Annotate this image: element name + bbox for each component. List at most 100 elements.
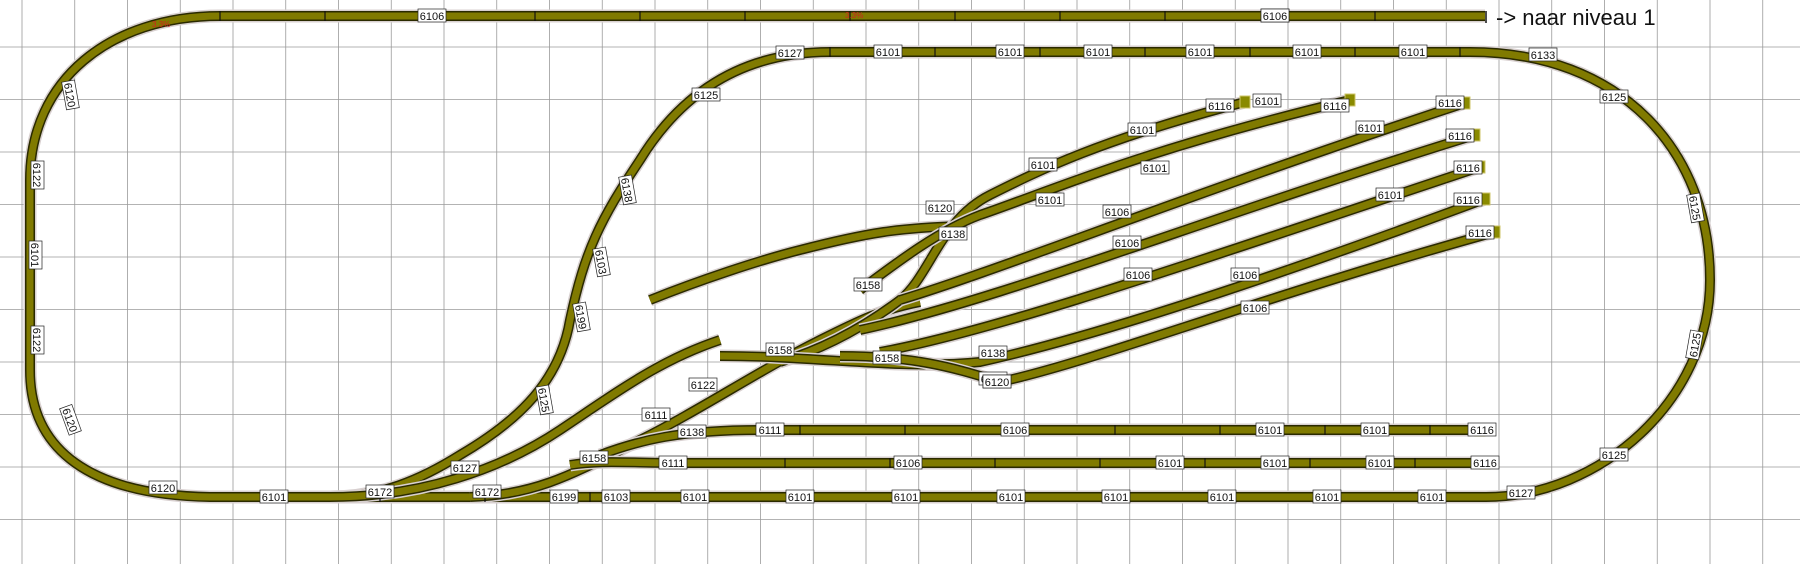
track-part-label: 6101: [891, 489, 921, 504]
svg-text:6106: 6106: [1243, 303, 1267, 315]
svg-text:6101: 6101: [1130, 125, 1154, 137]
exit-note: -> naar niveau 1: [1496, 5, 1656, 30]
track-part-label: 6116: [1453, 192, 1483, 207]
track-part-label: 6101: [873, 44, 903, 59]
track-part-label: 6103: [601, 489, 631, 504]
svg-text:6106: 6106: [1233, 270, 1257, 282]
svg-text:6116: 6116: [1438, 98, 1462, 110]
svg-text:6106: 6106: [1126, 270, 1150, 282]
track-part-label: 6125: [1686, 192, 1705, 224]
svg-text:6125: 6125: [1688, 332, 1704, 358]
track-part-label: 6120: [982, 374, 1012, 389]
svg-text:6125: 6125: [1602, 92, 1626, 104]
svg-text:6116: 6116: [1456, 195, 1480, 207]
svg-text:6101: 6101: [999, 492, 1023, 504]
track-part-label: 6106: [1230, 267, 1260, 282]
svg-text:6172: 6172: [475, 487, 499, 499]
svg-text:6101: 6101: [1255, 96, 1279, 108]
svg-text:6111: 6111: [759, 425, 782, 437]
track-part-label: 6158: [579, 450, 609, 465]
svg-text:6101: 6101: [1038, 195, 1062, 207]
svg-text:6122: 6122: [30, 328, 42, 352]
svg-text:6120: 6120: [985, 377, 1009, 389]
track-part-label: 6101: [1028, 157, 1058, 172]
track-part-label: 6101: [1207, 489, 1237, 504]
track-part-label: 6133: [1528, 47, 1558, 62]
track-part-label: 6101: [1155, 455, 1185, 470]
svg-text:6127: 6127: [778, 48, 802, 60]
svg-text:6116: 6116: [1468, 228, 1492, 240]
track-ends: [1239, 93, 1501, 470]
track-part-label: 6116: [1445, 128, 1475, 143]
track-segment: [858, 128, 1477, 337]
track-segment: [839, 225, 1497, 389]
svg-text:6101: 6101: [1258, 425, 1282, 437]
track-part-label: 6101: [1355, 120, 1385, 135]
track-part-label: 6138: [677, 424, 707, 439]
track-part-label: 6116: [1453, 160, 1483, 175]
track-part-label: 6116: [1435, 95, 1465, 110]
track-part-label: 6101: [1398, 44, 1428, 59]
track-part-label: 6101: [1252, 93, 1282, 108]
svg-text:6116: 6116: [1448, 131, 1472, 143]
track-part-label: 6106: [1240, 300, 1270, 315]
svg-text:6116: 6116: [1470, 425, 1494, 437]
svg-text:6101: 6101: [1188, 47, 1212, 59]
track-part-label: 6111: [755, 422, 785, 437]
track-segment: [568, 455, 1485, 472]
svg-text:6158: 6158: [768, 345, 792, 357]
track-part-label: 6125: [691, 87, 721, 102]
track-segment: [898, 96, 1468, 307]
track-part-label: 6172: [365, 484, 395, 499]
svg-text:6122: 6122: [691, 380, 715, 392]
track-part-label: 6138: [978, 345, 1008, 360]
track-part-label: 6106: [1102, 204, 1132, 219]
track-part-label: 6101: [1365, 455, 1395, 470]
track-part-label: 6116: [1467, 422, 1497, 437]
track-segment: [647, 219, 961, 307]
track-part-label: 6122: [688, 377, 718, 392]
grade-mark: 3.3%: [152, 20, 170, 29]
track-part-label: 6103: [592, 246, 611, 278]
track-part-label: 6101: [1292, 44, 1322, 59]
track-part-label: 6106: [417, 8, 447, 23]
track-part-label: 6101: [259, 489, 289, 504]
svg-text:6199: 6199: [552, 492, 576, 504]
track-part-label: 6101: [1035, 192, 1065, 207]
svg-text:6101: 6101: [1104, 492, 1128, 504]
track-segment: [719, 192, 1488, 371]
svg-text:6120: 6120: [928, 203, 952, 215]
track-part-label: 6138: [618, 174, 637, 206]
track-part-label: 6101: [1255, 422, 1285, 437]
svg-text:6111: 6111: [662, 458, 685, 470]
track-part-label: 6101: [1185, 44, 1215, 59]
track-part-label: 6125: [535, 384, 554, 416]
svg-text:6101: 6101: [1368, 458, 1392, 470]
svg-text:6106: 6106: [896, 458, 920, 470]
svg-text:6101: 6101: [1086, 47, 1110, 59]
svg-text:6138: 6138: [680, 427, 704, 439]
svg-text:6101: 6101: [1315, 492, 1339, 504]
track-part-label: 6122: [30, 160, 45, 190]
track-part-label: 6101: [1127, 122, 1157, 137]
track-part-label: 6106: [1123, 267, 1153, 282]
track-part-label: 6101: [1375, 187, 1405, 202]
svg-text:6120: 6120: [59, 407, 79, 434]
track-segment: [329, 333, 723, 504]
track-part-label: 6101: [1417, 489, 1447, 504]
track-part-label: 6138: [938, 226, 968, 241]
track-segment: [878, 160, 1483, 359]
svg-text:6122: 6122: [30, 163, 42, 187]
track-part-label: 6172: [472, 484, 502, 499]
svg-text:6116: 6116: [1323, 101, 1347, 113]
track-part-label: 6120: [59, 404, 82, 436]
svg-text:6103: 6103: [592, 249, 608, 275]
track-part-label: 6127: [775, 45, 805, 60]
track-part-label: 6101: [1101, 489, 1131, 504]
svg-text:6172: 6172: [368, 487, 392, 499]
track-part-label: 6101: [996, 489, 1026, 504]
svg-text:6106: 6106: [420, 11, 444, 23]
svg-text:6133: 6133: [1531, 50, 1555, 62]
svg-text:6101: 6101: [876, 47, 900, 59]
